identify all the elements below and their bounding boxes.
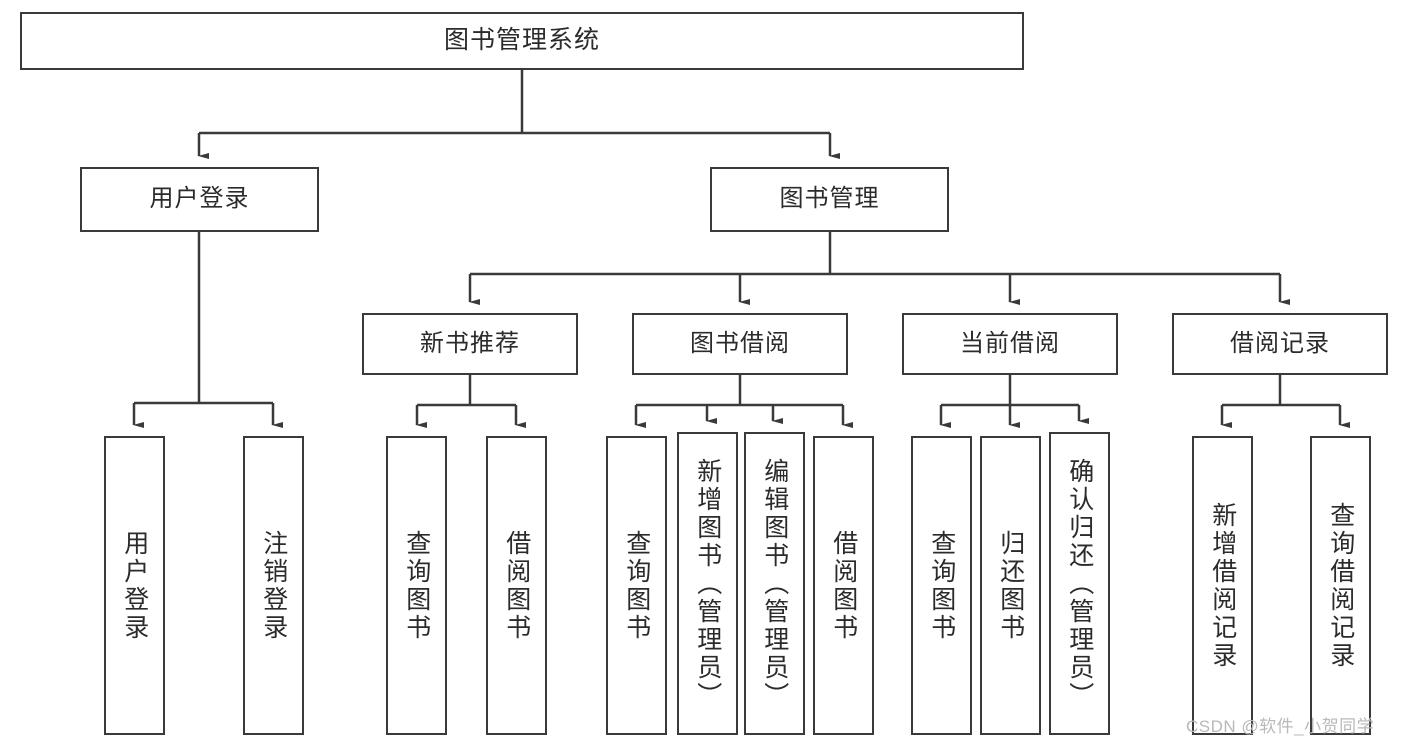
node-current-borrow[interactable]: 当前借阅 — [902, 313, 1118, 375]
leaf-return-book[interactable]: 归还图书 — [980, 436, 1041, 735]
node-book-management-system[interactable]: 图书管理系统 — [20, 12, 1024, 70]
node-label: 注销登录 — [259, 529, 288, 642]
leaf-query-borrow-record[interactable]: 查询借阅记录 — [1310, 436, 1371, 735]
node-label: 查询图书 — [402, 529, 431, 642]
node-label: 借阅图书 — [502, 529, 531, 642]
leaf-borrow-book-recommend[interactable]: 借阅图书 — [486, 436, 547, 735]
leaf-confirm-return-admin[interactable]: 确认归还（管理员） — [1049, 432, 1110, 735]
node-label: 用户登录 — [149, 185, 250, 213]
node-label: 查询图书 — [927, 529, 956, 642]
node-label: 新书推荐 — [420, 329, 520, 357]
node-label: 编辑图书（管理员） — [760, 457, 789, 710]
leaf-borrow-book[interactable]: 借阅图书 — [813, 436, 874, 735]
node-user-login[interactable]: 用户登录 — [80, 167, 319, 232]
node-label: 借阅记录 — [1230, 329, 1330, 357]
leaf-add-book-admin[interactable]: 新增图书（管理员） — [677, 432, 738, 735]
node-label: 借阅图书 — [829, 529, 858, 642]
node-label: 新增借阅记录 — [1208, 501, 1237, 670]
node-borrow-record[interactable]: 借阅记录 — [1172, 313, 1388, 375]
node-label: 图书管理系统 — [443, 26, 600, 55]
leaf-query-book-borrow[interactable]: 查询图书 — [606, 436, 667, 735]
node-label: 图书借阅 — [690, 329, 790, 357]
leaf-add-borrow-record[interactable]: 新增借阅记录 — [1192, 436, 1253, 735]
node-book-borrow[interactable]: 图书借阅 — [632, 313, 848, 375]
node-label: 查询图书 — [622, 529, 651, 642]
node-label: 归还图书 — [996, 529, 1025, 642]
node-label: 确认归还（管理员） — [1065, 457, 1094, 710]
node-book-management[interactable]: 图书管理 — [710, 167, 949, 232]
node-label: 图书管理 — [779, 185, 880, 213]
leaf-logout-login[interactable]: 注销登录 — [243, 436, 304, 735]
leaf-edit-book-admin[interactable]: 编辑图书（管理员） — [744, 432, 805, 735]
node-label: 查询借阅记录 — [1326, 501, 1355, 670]
leaf-user-login[interactable]: 用户登录 — [104, 436, 165, 735]
node-label: 当前借阅 — [960, 329, 1060, 357]
node-new-book-recommend[interactable]: 新书推荐 — [362, 313, 578, 375]
node-label: 新增图书（管理员） — [693, 457, 722, 710]
node-label: 用户登录 — [120, 529, 149, 642]
leaf-query-book-current[interactable]: 查询图书 — [911, 436, 972, 735]
leaf-query-book-recommend[interactable]: 查询图书 — [386, 436, 447, 735]
